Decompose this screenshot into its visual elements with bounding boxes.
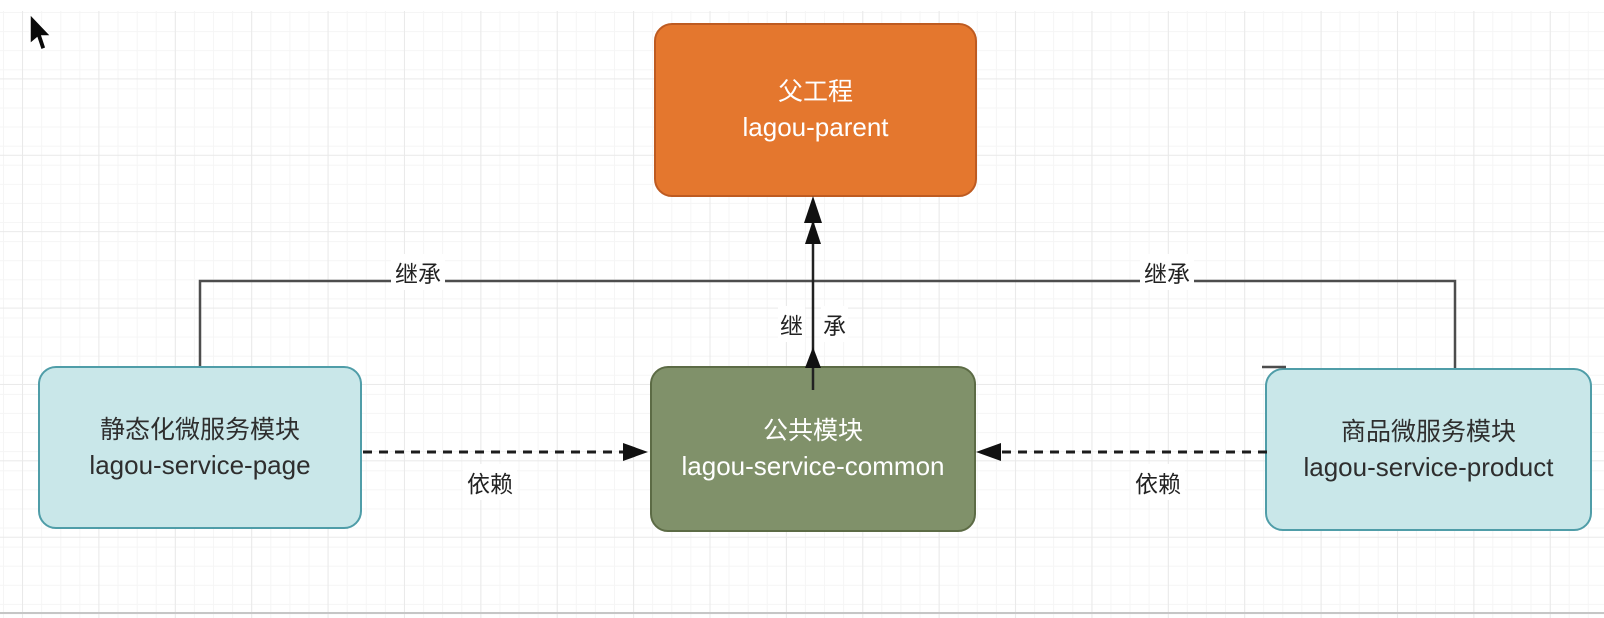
inherit-orthogonal-line[interactable] (198, 279, 1457, 368)
node-subtitle: lagou-service-product (1303, 451, 1554, 482)
edge-label-inherit-left[interactable]: 继承 (391, 254, 445, 290)
arrowhead-up-icon (805, 347, 821, 368)
page-boundary-line (0, 612, 1604, 614)
edge-label-char: 承 (821, 306, 848, 342)
arrowhead-left-icon (976, 443, 1001, 461)
edge-label-inherit-center[interactable]: 继 承 (778, 306, 848, 342)
cursor-pointer-icon (29, 12, 53, 51)
node-title: 公共模块 (762, 417, 863, 445)
edge-label-inherit-right[interactable]: 继承 (1140, 254, 1194, 290)
node-lagou-parent[interactable]: 父工程 lagou-parent (654, 23, 977, 197)
arrowhead-up-icon (804, 196, 822, 223)
node-lagou-service-page[interactable]: 静态化微服务模块 lagou-service-page (38, 366, 362, 529)
node-title: 静态化微服务模块 (99, 415, 300, 444)
node-subtitle: lagou-service-page (89, 449, 311, 480)
edge-label-depend-right[interactable]: 依赖 (1131, 464, 1185, 500)
edge-label-char: 继 (778, 306, 805, 342)
node-title: 父工程 (777, 78, 853, 106)
edge-label-depend-left[interactable]: 依赖 (463, 464, 517, 500)
node-subtitle: lagou-parent (742, 112, 889, 142)
node-lagou-service-product[interactable]: 商品微服务模块 lagou-service-product (1265, 368, 1592, 531)
arrowhead-up-icon (805, 220, 821, 244)
node-subtitle: lagou-service-common (681, 451, 945, 481)
arrowhead-right-icon (623, 443, 648, 461)
node-title: 商品微服务模块 (1340, 417, 1516, 446)
